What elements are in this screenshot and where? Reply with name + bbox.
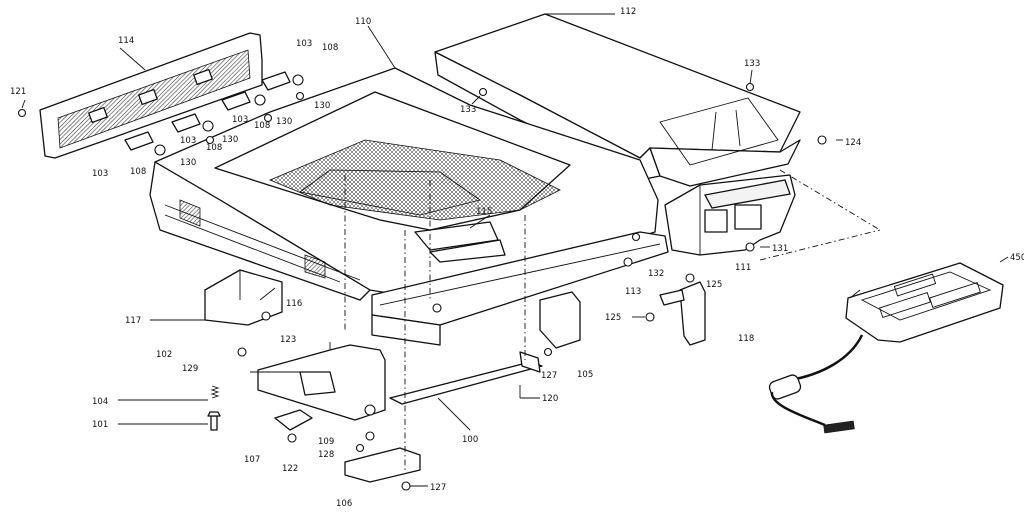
bottom-brackets (274, 409, 421, 491)
callout-103: 103 (180, 136, 196, 146)
callout-113: 113 (625, 287, 641, 297)
small-brackets (124, 71, 305, 156)
callout-123: 123 (280, 335, 296, 345)
callout-103: 103 (232, 115, 248, 125)
callout-133: 133 (744, 59, 760, 69)
center-bracket (519, 291, 581, 398)
callout-110: 110 (355, 17, 371, 27)
callout-labels: 112 110 114 103 108 121 133 130 133 103 … (10, 7, 1024, 509)
callout-108: 108 (322, 43, 338, 53)
callout-131: 131 (772, 244, 788, 254)
rear-io-panel (39, 32, 263, 159)
callout-130: 130 (314, 101, 330, 111)
right-bracket (645, 273, 706, 346)
lower-frame (257, 342, 543, 421)
callout-101: 101 (92, 420, 108, 430)
callout-127: 127 (541, 371, 557, 381)
front-rail (371, 231, 669, 346)
callout-122: 122 (282, 464, 298, 474)
callout-129: 129 (182, 364, 198, 374)
callout-121: 121 (10, 87, 26, 97)
callout-130: 130 (276, 117, 292, 127)
callout-115: 115 (476, 207, 492, 217)
callout-103: 103 (92, 169, 108, 179)
callout-130: 130 (180, 158, 196, 168)
callout-133: 133 (460, 105, 476, 115)
callout-106: 106 (336, 499, 352, 509)
callout-120: 120 (542, 394, 558, 404)
callout-130: 130 (222, 135, 238, 145)
callout-124: 124 (845, 138, 861, 148)
main-top-cover (149, 67, 659, 301)
callout-117: 117 (125, 316, 141, 326)
callout-105: 105 (577, 370, 593, 380)
callout-103: 103 (296, 39, 312, 49)
callout-108: 108 (206, 143, 222, 153)
assembly-center-lines (344, 169, 881, 470)
control-panel (768, 262, 1004, 434)
left-bracket (204, 269, 283, 357)
callout-128: 128 (318, 450, 334, 460)
callout-107: 107 (244, 455, 260, 465)
callout-450: 450 (1010, 253, 1024, 263)
callout-109: 109 (318, 437, 334, 447)
callout-114: 114 (118, 36, 134, 46)
callout-100: 100 (462, 435, 478, 445)
callout-112: 112 (620, 7, 636, 17)
callout-127: 127 (430, 483, 446, 493)
callout-118: 118 (738, 334, 754, 344)
callout-125: 125 (605, 313, 621, 323)
callout-116: 116 (286, 299, 302, 309)
spring-and-pin (207, 385, 221, 431)
callout-108: 108 (130, 167, 146, 177)
callout-104: 104 (92, 397, 108, 407)
right-side-support (664, 174, 796, 256)
callout-111: 111 (735, 263, 751, 273)
callout-125: 125 (706, 280, 722, 290)
callout-108: 108 (254, 121, 270, 131)
leader-lines (21, 13, 1009, 487)
screws (17, 82, 827, 267)
callout-132: 132 (648, 269, 664, 279)
callout-102: 102 (156, 350, 172, 360)
